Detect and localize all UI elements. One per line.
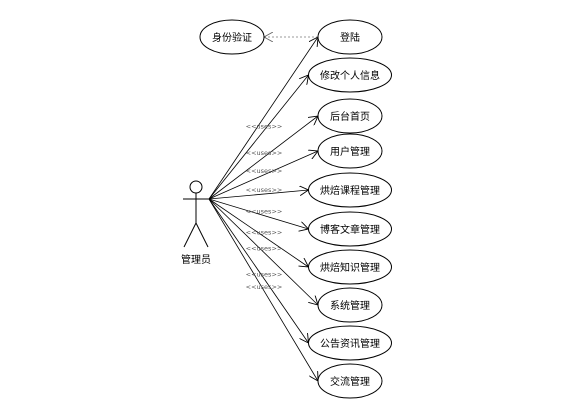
association-line-uc1 xyxy=(208,37,318,200)
use-case-label: 公告资讯管理 xyxy=(320,337,380,350)
association-lines xyxy=(208,37,318,381)
use-case-label: 修改个人信息 xyxy=(320,69,380,82)
use-case-auth-label: 身份验证 xyxy=(212,31,252,44)
use-case-uc1[interactable]: 登陆 xyxy=(317,19,383,55)
use-case-ellipse xyxy=(317,133,383,169)
use-case-auth[interactable]: 身份验证 xyxy=(199,19,265,55)
actor-right-leg xyxy=(195,222,209,248)
use-case-label: 系统管理 xyxy=(330,299,370,312)
association-line-uc7 xyxy=(208,198,309,267)
stereotype-label: <<uses>> xyxy=(246,208,283,216)
actor-left-leg xyxy=(183,222,197,248)
actor[interactable]: 管理员 xyxy=(181,180,211,266)
use-case-uc10[interactable]: 交流管理 xyxy=(317,363,383,399)
use-case-ellipse xyxy=(308,57,392,93)
use-case-ellipse xyxy=(308,325,392,361)
use-case-uc7[interactable]: 烘焙知识管理 xyxy=(308,249,392,285)
use-case-label: 登陆 xyxy=(340,31,360,44)
use-case-ellipse xyxy=(317,363,383,399)
association-line-uc3 xyxy=(208,116,318,200)
association-line-uc8 xyxy=(208,198,318,305)
use-case-label: 博客文章管理 xyxy=(320,223,380,236)
use-case-uc4[interactable]: 用户管理 xyxy=(317,133,383,169)
association-line-uc4 xyxy=(208,151,318,200)
association-line-uc9 xyxy=(208,198,309,343)
use-case-label: 后台首页 xyxy=(330,110,370,123)
use-case-uc6[interactable]: 博客文章管理 xyxy=(308,211,392,247)
stereotype-label: <<uses>> xyxy=(246,244,283,252)
use-case-label: 烘焙课程管理 xyxy=(320,184,380,197)
use-case-uc9[interactable]: 公告资讯管理 xyxy=(308,325,392,361)
actor-label: 管理员 xyxy=(181,253,211,266)
actor-head xyxy=(189,180,203,194)
use-case-ellipse xyxy=(308,172,392,208)
stereotype-label: <<uses>> xyxy=(246,229,283,237)
stereotype-labels: <<uses>> <<uses>> <<uses>> <<uses>> <<uses>>… xyxy=(246,122,283,290)
association-line-uc5 xyxy=(208,190,309,200)
use-case-ellipse xyxy=(308,249,392,285)
use-case-ellipse xyxy=(308,211,392,247)
use-cases: 登陆修改个人信息后台首页用户管理烘焙课程管理博客文章管理烘焙知识管理系统管理公告… xyxy=(308,19,392,399)
use-case-uc5[interactable]: 烘焙课程管理 xyxy=(308,172,392,208)
use-case-ellipse xyxy=(317,19,383,55)
use-case-uc2[interactable]: 修改个人信息 xyxy=(308,57,392,93)
association-line-uc2 xyxy=(208,75,309,200)
use-case-label: 用户管理 xyxy=(330,145,370,158)
stereotype-label: <<uses>> xyxy=(246,186,283,194)
stereotype-label: <<uses>> xyxy=(246,271,283,279)
use-case-uc8[interactable]: 系统管理 xyxy=(317,287,383,323)
stereotype-label: <<uses>> xyxy=(246,283,283,291)
use-case-label: 烘焙知识管理 xyxy=(320,261,380,274)
association-line-uc6 xyxy=(208,198,309,229)
stereotype-label: <<uses>> xyxy=(246,122,283,130)
use-case-uc3[interactable]: 后台首页 xyxy=(317,98,383,134)
use-case-ellipse xyxy=(317,98,383,134)
stereotype-label: <<uses>> xyxy=(246,149,283,157)
stereotype-label: <<uses>> xyxy=(246,167,283,175)
use-case-label: 交流管理 xyxy=(330,375,370,388)
use-case-ellipse xyxy=(317,287,383,323)
association-line-uc10 xyxy=(208,198,318,381)
